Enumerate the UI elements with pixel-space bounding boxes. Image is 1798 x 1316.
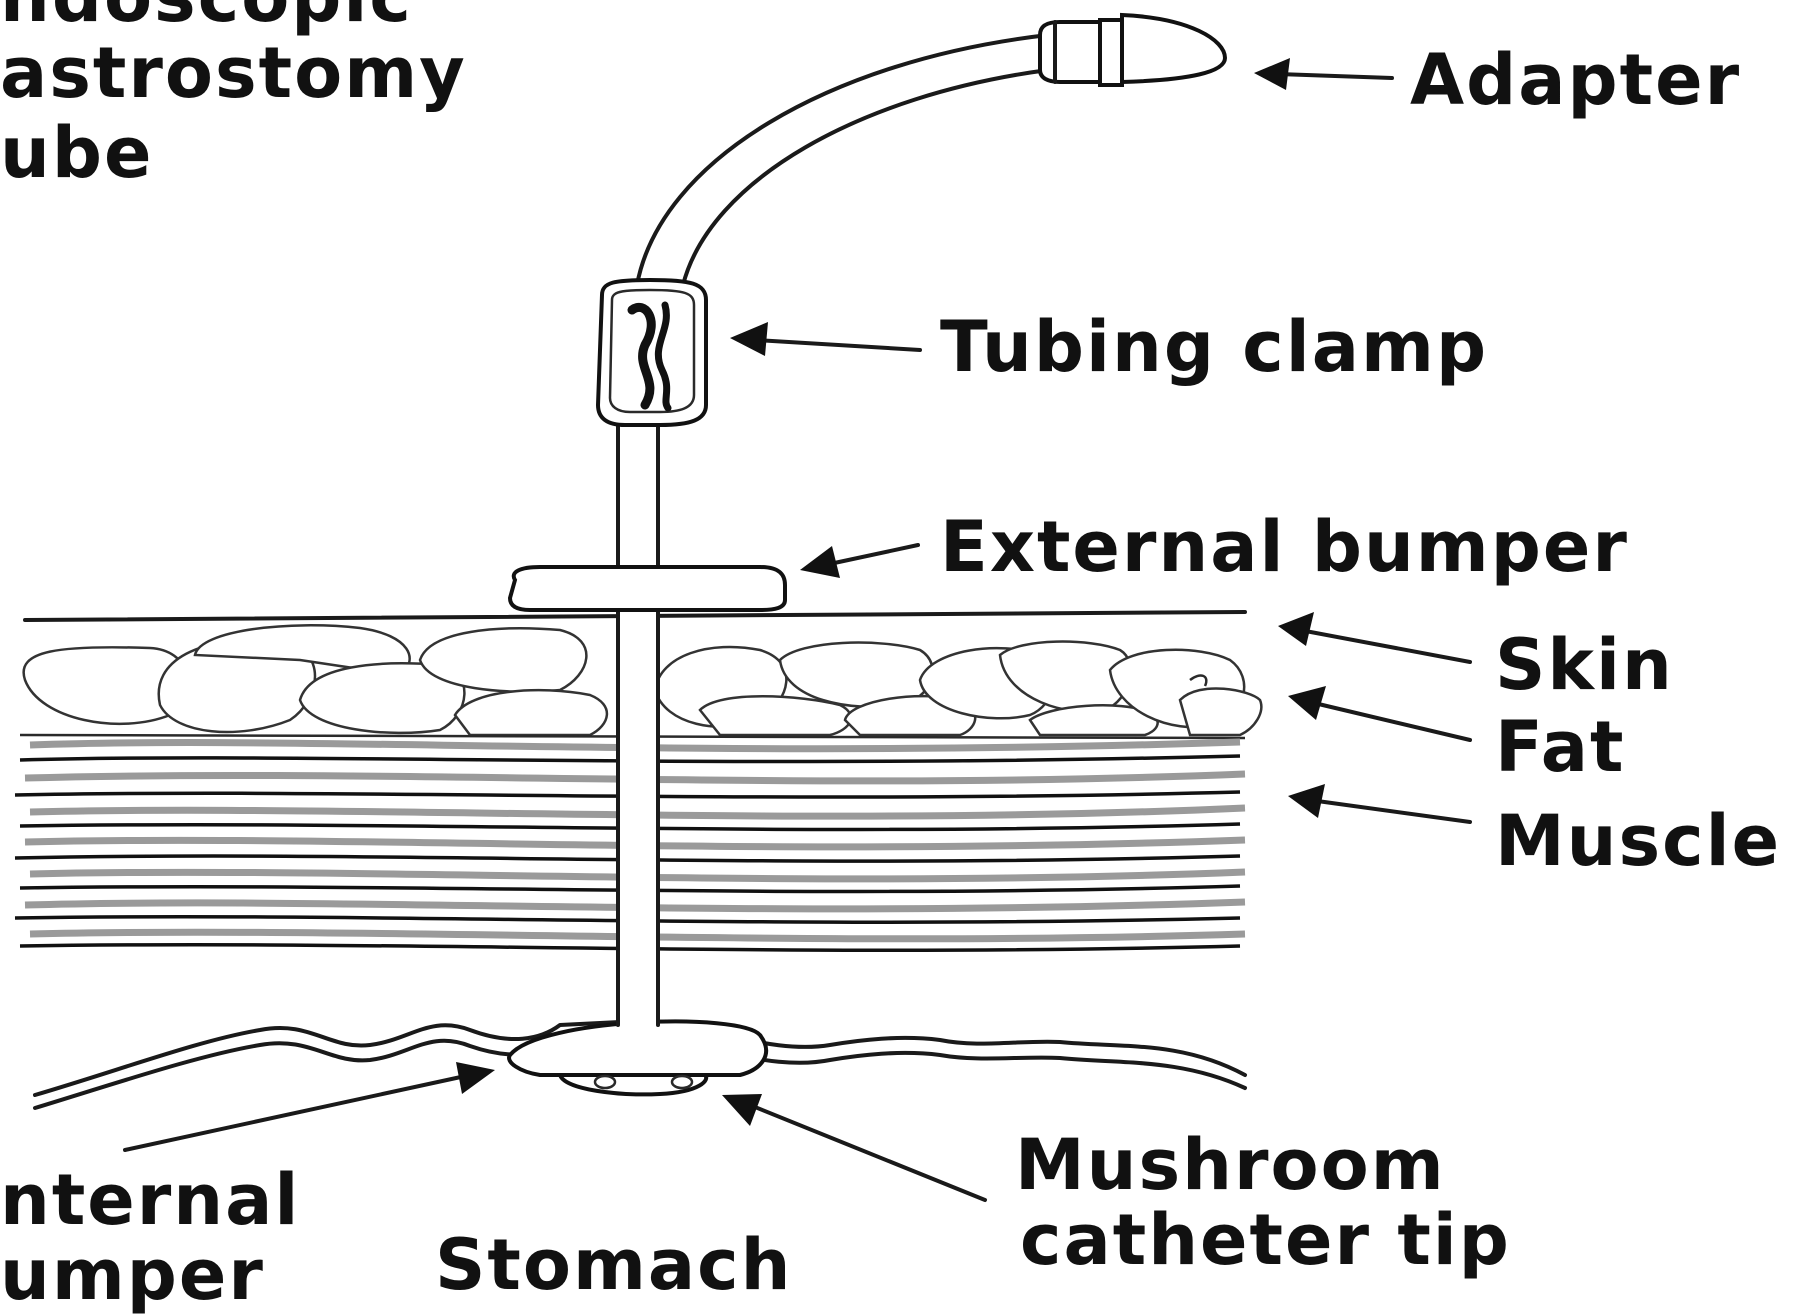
adapter-label: Adapter: [1410, 45, 1741, 115]
mushroom-label-line-2: catheter tip: [1020, 1205, 1511, 1275]
mushroom-label-line-1: Mushroom: [1015, 1130, 1446, 1200]
stomach-label: Stomach: [435, 1230, 792, 1300]
tubing-clamp: [598, 280, 706, 425]
title-line-3: ube: [0, 118, 153, 188]
curved-tube: [637, 35, 1048, 285]
title-line-1: ndoscopic: [0, 0, 413, 32]
muscle-label: Muscle: [1495, 806, 1781, 876]
internal-bumper-label-line-1: nternal: [0, 1165, 300, 1235]
skin-label: Skin: [1495, 630, 1674, 700]
external-bumper-label: External bumper: [940, 512, 1629, 582]
external-bumper: [510, 567, 785, 610]
adapter: [1040, 15, 1225, 85]
title-line-2: astrostomy: [0, 38, 467, 108]
catheter-tube: [618, 420, 658, 1035]
fat-label: Fat: [1495, 712, 1625, 782]
tubing-clamp-label: Tubing clamp: [940, 312, 1488, 382]
